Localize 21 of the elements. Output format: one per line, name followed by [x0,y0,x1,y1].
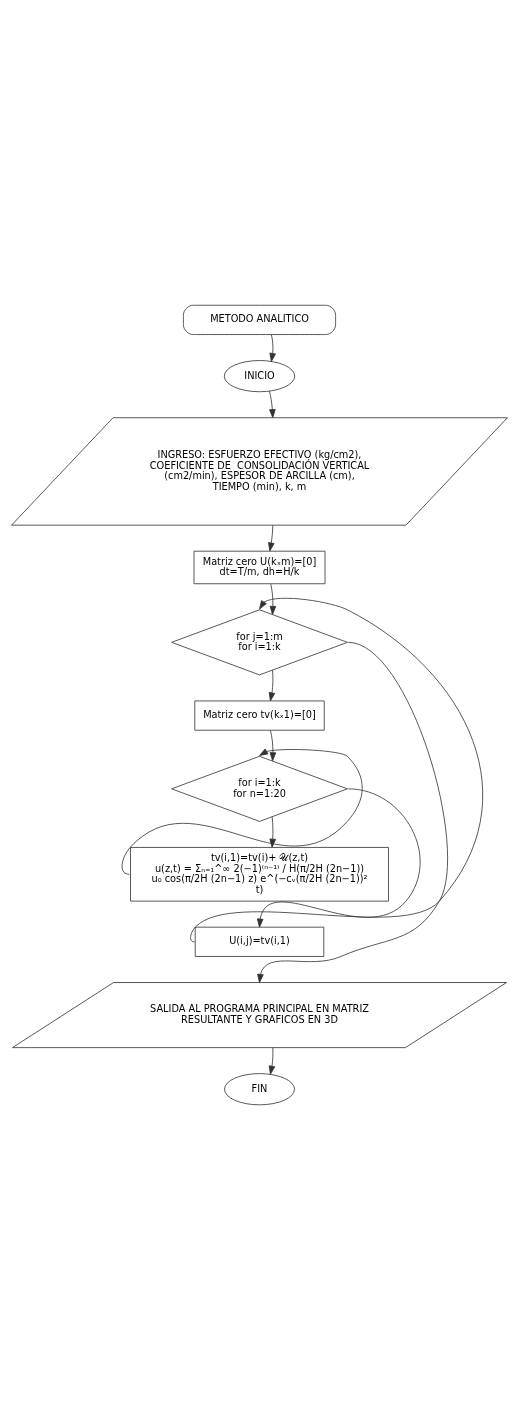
node-box: U(i,j)=tv(i,1) [194,926,325,957]
arrow [269,815,276,848]
node-diamond: for j=1:m for i=1:k [171,608,348,675]
arrow [269,582,277,615]
node-box: tv(i,1)=tv(i)+ 𝒰(z,t) u(z,t) = Σₙ₌₁^∞ 2(−1)⁽ⁿ⁻¹⁾ / H(π/2H (2n−1)) u₀ cos(π/2H (2n−1) z) e^(−cᵥ(π/2H (2n−1))² t) [130,846,389,902]
arrow [257,641,448,983]
arrow [269,333,276,362]
node-ellipse: INICIO [223,359,296,392]
node-ellipse: FIN [224,1072,295,1105]
arrow [121,748,363,875]
node-box: METODO ANALITICO [183,304,336,335]
arrow [268,1046,276,1075]
arrow [269,390,276,418]
node-box: Matriz cero tv(kₓ1)=[0] [194,700,325,731]
arrow [190,597,484,942]
arrow [256,787,421,928]
node-diamond: for i=1:k for n=1:20 [171,755,348,822]
node-box: Matriz cero U(kₓm)=[0] dt=T/m, dh=H/k [193,550,326,584]
arrow [268,524,275,551]
arrow [269,729,277,761]
arrow [268,669,276,701]
